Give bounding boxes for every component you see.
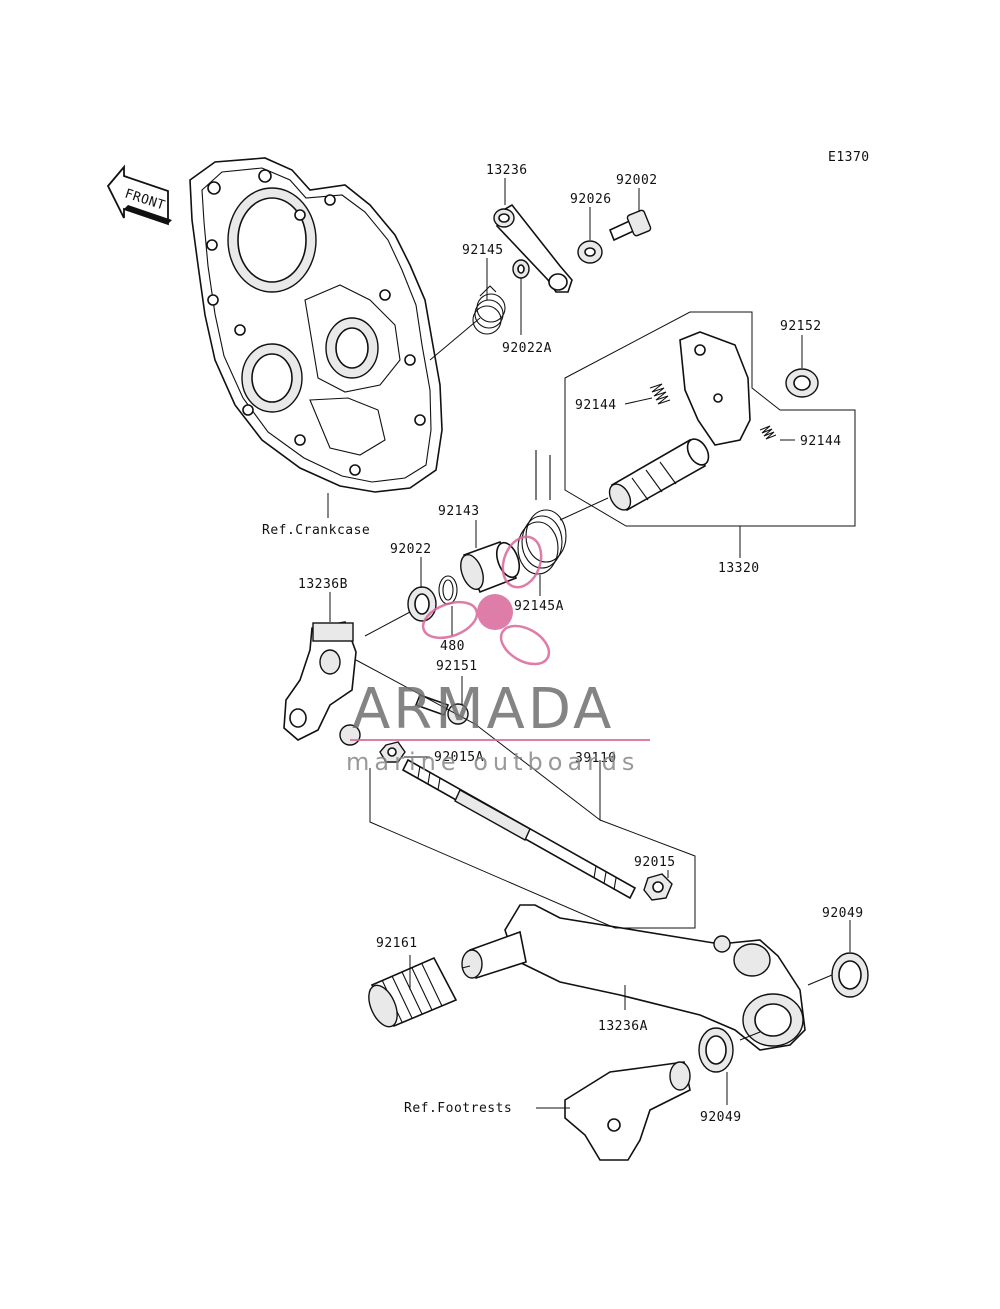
label-92143: 92143 — [438, 504, 480, 519]
label-92015: 92015 — [634, 855, 676, 870]
label-92026: 92026 — [570, 192, 612, 207]
collar-92049-lower — [698, 1027, 734, 1073]
washer-92026 — [577, 240, 603, 264]
label-92144-upper: 92144 — [575, 398, 617, 413]
label-92002: 92002 — [616, 173, 658, 188]
shift-shaft-13320 — [608, 331, 751, 512]
label-92144-lower: 92144 — [800, 434, 842, 449]
spring-92144-lower — [759, 425, 777, 440]
label-39110: 39110 — [575, 751, 617, 766]
label-13236A: 13236A — [598, 1019, 648, 1034]
watermark-brand: ARMADA — [352, 677, 614, 742]
circlip-480 — [438, 575, 458, 605]
label-480: 480 — [440, 639, 465, 654]
collar-92152 — [785, 368, 819, 398]
label-13320: 13320 — [718, 561, 760, 576]
label-ref-crankcase: Ref.Crankcase — [262, 523, 370, 538]
label-92152: 92152 — [780, 319, 822, 334]
leader-lines — [327, 178, 856, 1109]
torsion-spring-92145A — [517, 450, 567, 575]
label-ref-footrests: Ref.Footrests — [404, 1101, 512, 1116]
propeller-logo-icon — [421, 535, 551, 666]
label-92022: 92022 — [390, 542, 432, 557]
spring-92144-upper — [649, 383, 671, 405]
shift-lever-13236 — [493, 203, 573, 293]
shift-pedal-13236A — [461, 904, 806, 1051]
footrest-bracket — [564, 1061, 691, 1161]
spring-92145 — [472, 285, 506, 335]
washer-92022A — [512, 259, 530, 279]
diagram-code: E1370 — [828, 150, 870, 165]
collar-92049-upper — [831, 952, 869, 998]
label-13236B: 13236B — [298, 577, 348, 592]
label-92015A: 92015A — [434, 750, 484, 765]
rubber-92161 — [368, 956, 458, 1028]
tie-rod-39110 — [401, 758, 637, 900]
watermark: ARMADA marine outboards — [346, 535, 650, 776]
label-13236: 13236 — [486, 163, 528, 178]
nut-92015 — [643, 873, 673, 901]
label-92151: 92151 — [436, 659, 478, 674]
label-92145: 92145 — [462, 243, 504, 258]
label-92161: 92161 — [376, 936, 418, 951]
label-92022A: 92022A — [502, 341, 552, 356]
watermark-tagline: marine outboards — [346, 748, 639, 776]
nut-92015A — [379, 741, 406, 763]
washer-92022 — [407, 586, 437, 622]
label-92145A: 92145A — [514, 599, 564, 614]
crankcase-cover — [189, 157, 443, 493]
collar-92143 — [460, 540, 521, 594]
shift-arm-13236B — [283, 621, 357, 741]
bolt-92002 — [608, 209, 652, 242]
label-92049-upper: 92049 — [822, 906, 864, 921]
label-92049-lower: 92049 — [700, 1110, 742, 1125]
bolt-92151 — [414, 693, 469, 725]
front-arrow-icon: FRONT — [106, 164, 172, 226]
